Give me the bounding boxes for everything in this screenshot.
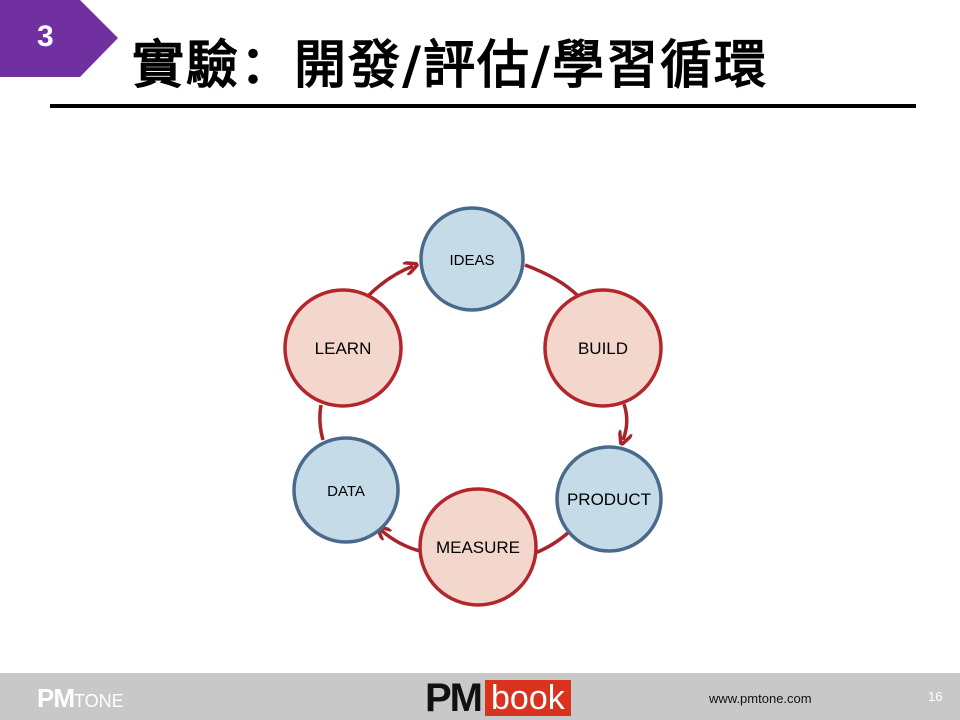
section-number: 3 xyxy=(37,20,54,53)
cycle-node-measure: MEASURE xyxy=(418,487,538,607)
arrow-product-measure xyxy=(534,530,571,555)
node-circle xyxy=(292,436,400,544)
node-label: IDEAS xyxy=(449,252,494,269)
website-url: www.pmtone.com xyxy=(709,691,812,706)
node-label: DATA xyxy=(327,483,365,500)
node-circle xyxy=(555,445,663,553)
page-title: 實驗：開發/評估/學習循環 xyxy=(132,36,768,96)
cycle-node-build: BUILD xyxy=(543,288,663,408)
arrow-build-product xyxy=(623,403,627,440)
node-circle xyxy=(418,487,538,607)
node-label: LEARN xyxy=(315,339,372,358)
arrow-measure-data xyxy=(381,530,421,553)
node-circle xyxy=(283,288,403,408)
node-label: PRODUCT xyxy=(567,490,651,509)
node-label: BUILD xyxy=(578,339,628,358)
cycle-node-learn: LEARN xyxy=(283,288,403,408)
node-circle xyxy=(419,206,525,312)
node-label: MEASURE xyxy=(436,538,520,557)
cycle-node-product: PRODUCT xyxy=(555,445,663,553)
arrow-data-learn xyxy=(318,404,325,441)
node-circle xyxy=(543,288,663,408)
cycle-node-data: DATA xyxy=(292,436,400,544)
page-number: 16 xyxy=(928,689,943,704)
title-divider xyxy=(50,104,916,108)
cycle-node-ideas: IDEAS xyxy=(419,206,525,312)
arrow-ideas-build xyxy=(524,263,580,298)
pmtone-logo: PMTONE xyxy=(37,683,124,713)
arrow-learn-ideas xyxy=(366,266,413,298)
